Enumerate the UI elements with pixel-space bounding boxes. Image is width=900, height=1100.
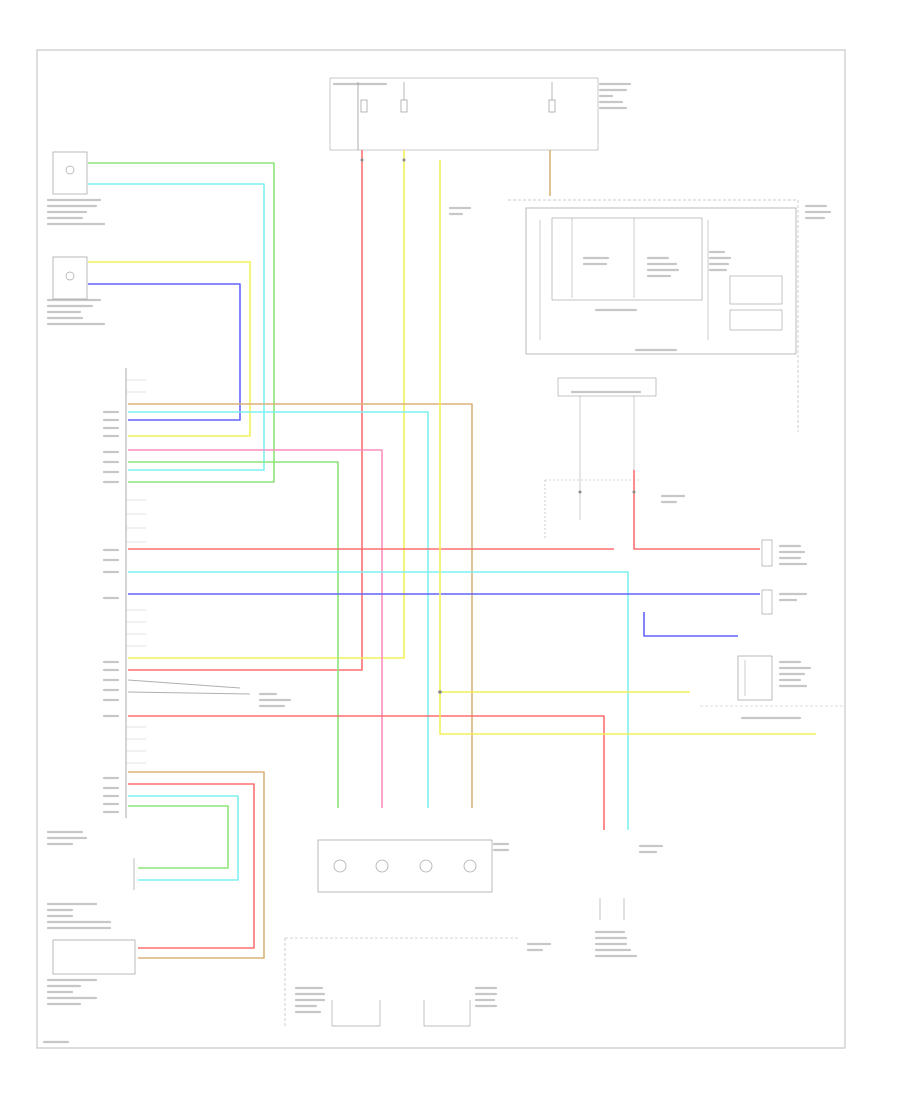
fuse-icon [400, 99, 408, 113]
wire-red-ground [128, 715, 605, 830]
fuse-icon [360, 99, 368, 113]
label-marks [42, 82, 832, 1044]
wire-blue [88, 283, 241, 421]
wire-gray-2 [127, 691, 251, 695]
wire-yellow-fuse [128, 150, 405, 659]
wire-tan-2 [128, 771, 265, 959]
right-sensor [737, 655, 773, 701]
wire-red-2 [128, 783, 255, 949]
wire-cyan [88, 183, 265, 471]
connector-icon [761, 539, 773, 567]
wire-tan [128, 403, 473, 808]
sensor-icon [65, 271, 75, 281]
diagram-frame [36, 49, 846, 1049]
actuator-box [317, 839, 493, 893]
wire-cyan-2 [128, 411, 429, 808]
wire-cyan-3 [128, 795, 239, 881]
connector-icon [761, 589, 773, 615]
wires [88, 150, 816, 959]
wire-pink [128, 449, 383, 808]
wire-red-fuse [128, 150, 363, 671]
wire-green [88, 162, 275, 483]
lower-dashed-box [284, 937, 520, 1028]
fuse-box-outline [329, 77, 599, 151]
junction-box [544, 479, 640, 540]
fuse-icon [548, 99, 556, 113]
junction-dots [360, 158, 636, 694]
wire-green-2 [128, 461, 339, 808]
wire-cyan-long [128, 571, 629, 830]
sub-connector [557, 377, 657, 520]
wire-green-3 [128, 805, 229, 869]
wire-red-right [633, 470, 760, 550]
wire-gray-1 [127, 679, 241, 689]
fuse-box [329, 77, 599, 151]
sensor-top [52, 151, 88, 195]
wire-yellow [88, 261, 251, 437]
wire-blue-right [643, 612, 738, 637]
sensor-middle [52, 256, 88, 300]
ecu-connector [125, 368, 146, 818]
sensor-bottom [52, 858, 136, 975]
sensor-icon [65, 165, 75, 175]
control-module [508, 199, 799, 432]
wire-yellow-right [439, 160, 816, 735]
